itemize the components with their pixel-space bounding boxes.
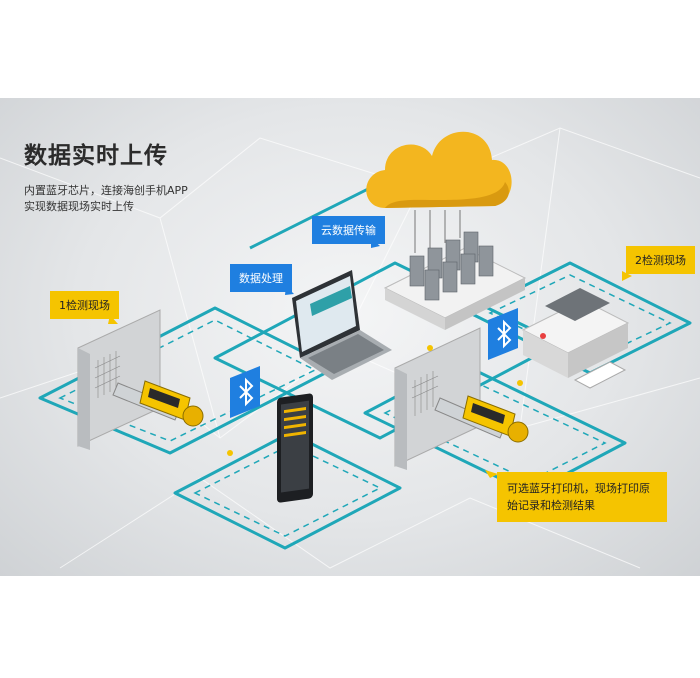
data-processing-label: 数据处理 <box>230 264 292 292</box>
bluetooth-icon <box>488 308 518 360</box>
subtitle-line-2: 实现数据现场实时上传 <box>24 198 134 214</box>
cloud-transfer-label: 云数据传输 <box>312 216 385 244</box>
cloud-icon <box>366 132 511 208</box>
subtitle-line-1: 内置蓝牙芯片，连接海创手机APP <box>24 182 188 198</box>
wall-icon <box>78 310 160 450</box>
banner: 数据实时上传 内置蓝牙芯片，连接海创手机APP 实现数据现场实时上传 云数据传输… <box>0 98 700 576</box>
laptop-icon <box>292 270 392 380</box>
printer-icon <box>523 288 628 388</box>
site-2-label: 2检测现场 <box>626 246 695 274</box>
phone-icon <box>277 393 313 503</box>
printer-callout: 可选蓝牙打印机，现场打印原始记录和检测结果 <box>497 472 667 522</box>
site-1-label: 1检测现场 <box>50 291 119 319</box>
page-title: 数据实时上传 <box>24 136 168 170</box>
